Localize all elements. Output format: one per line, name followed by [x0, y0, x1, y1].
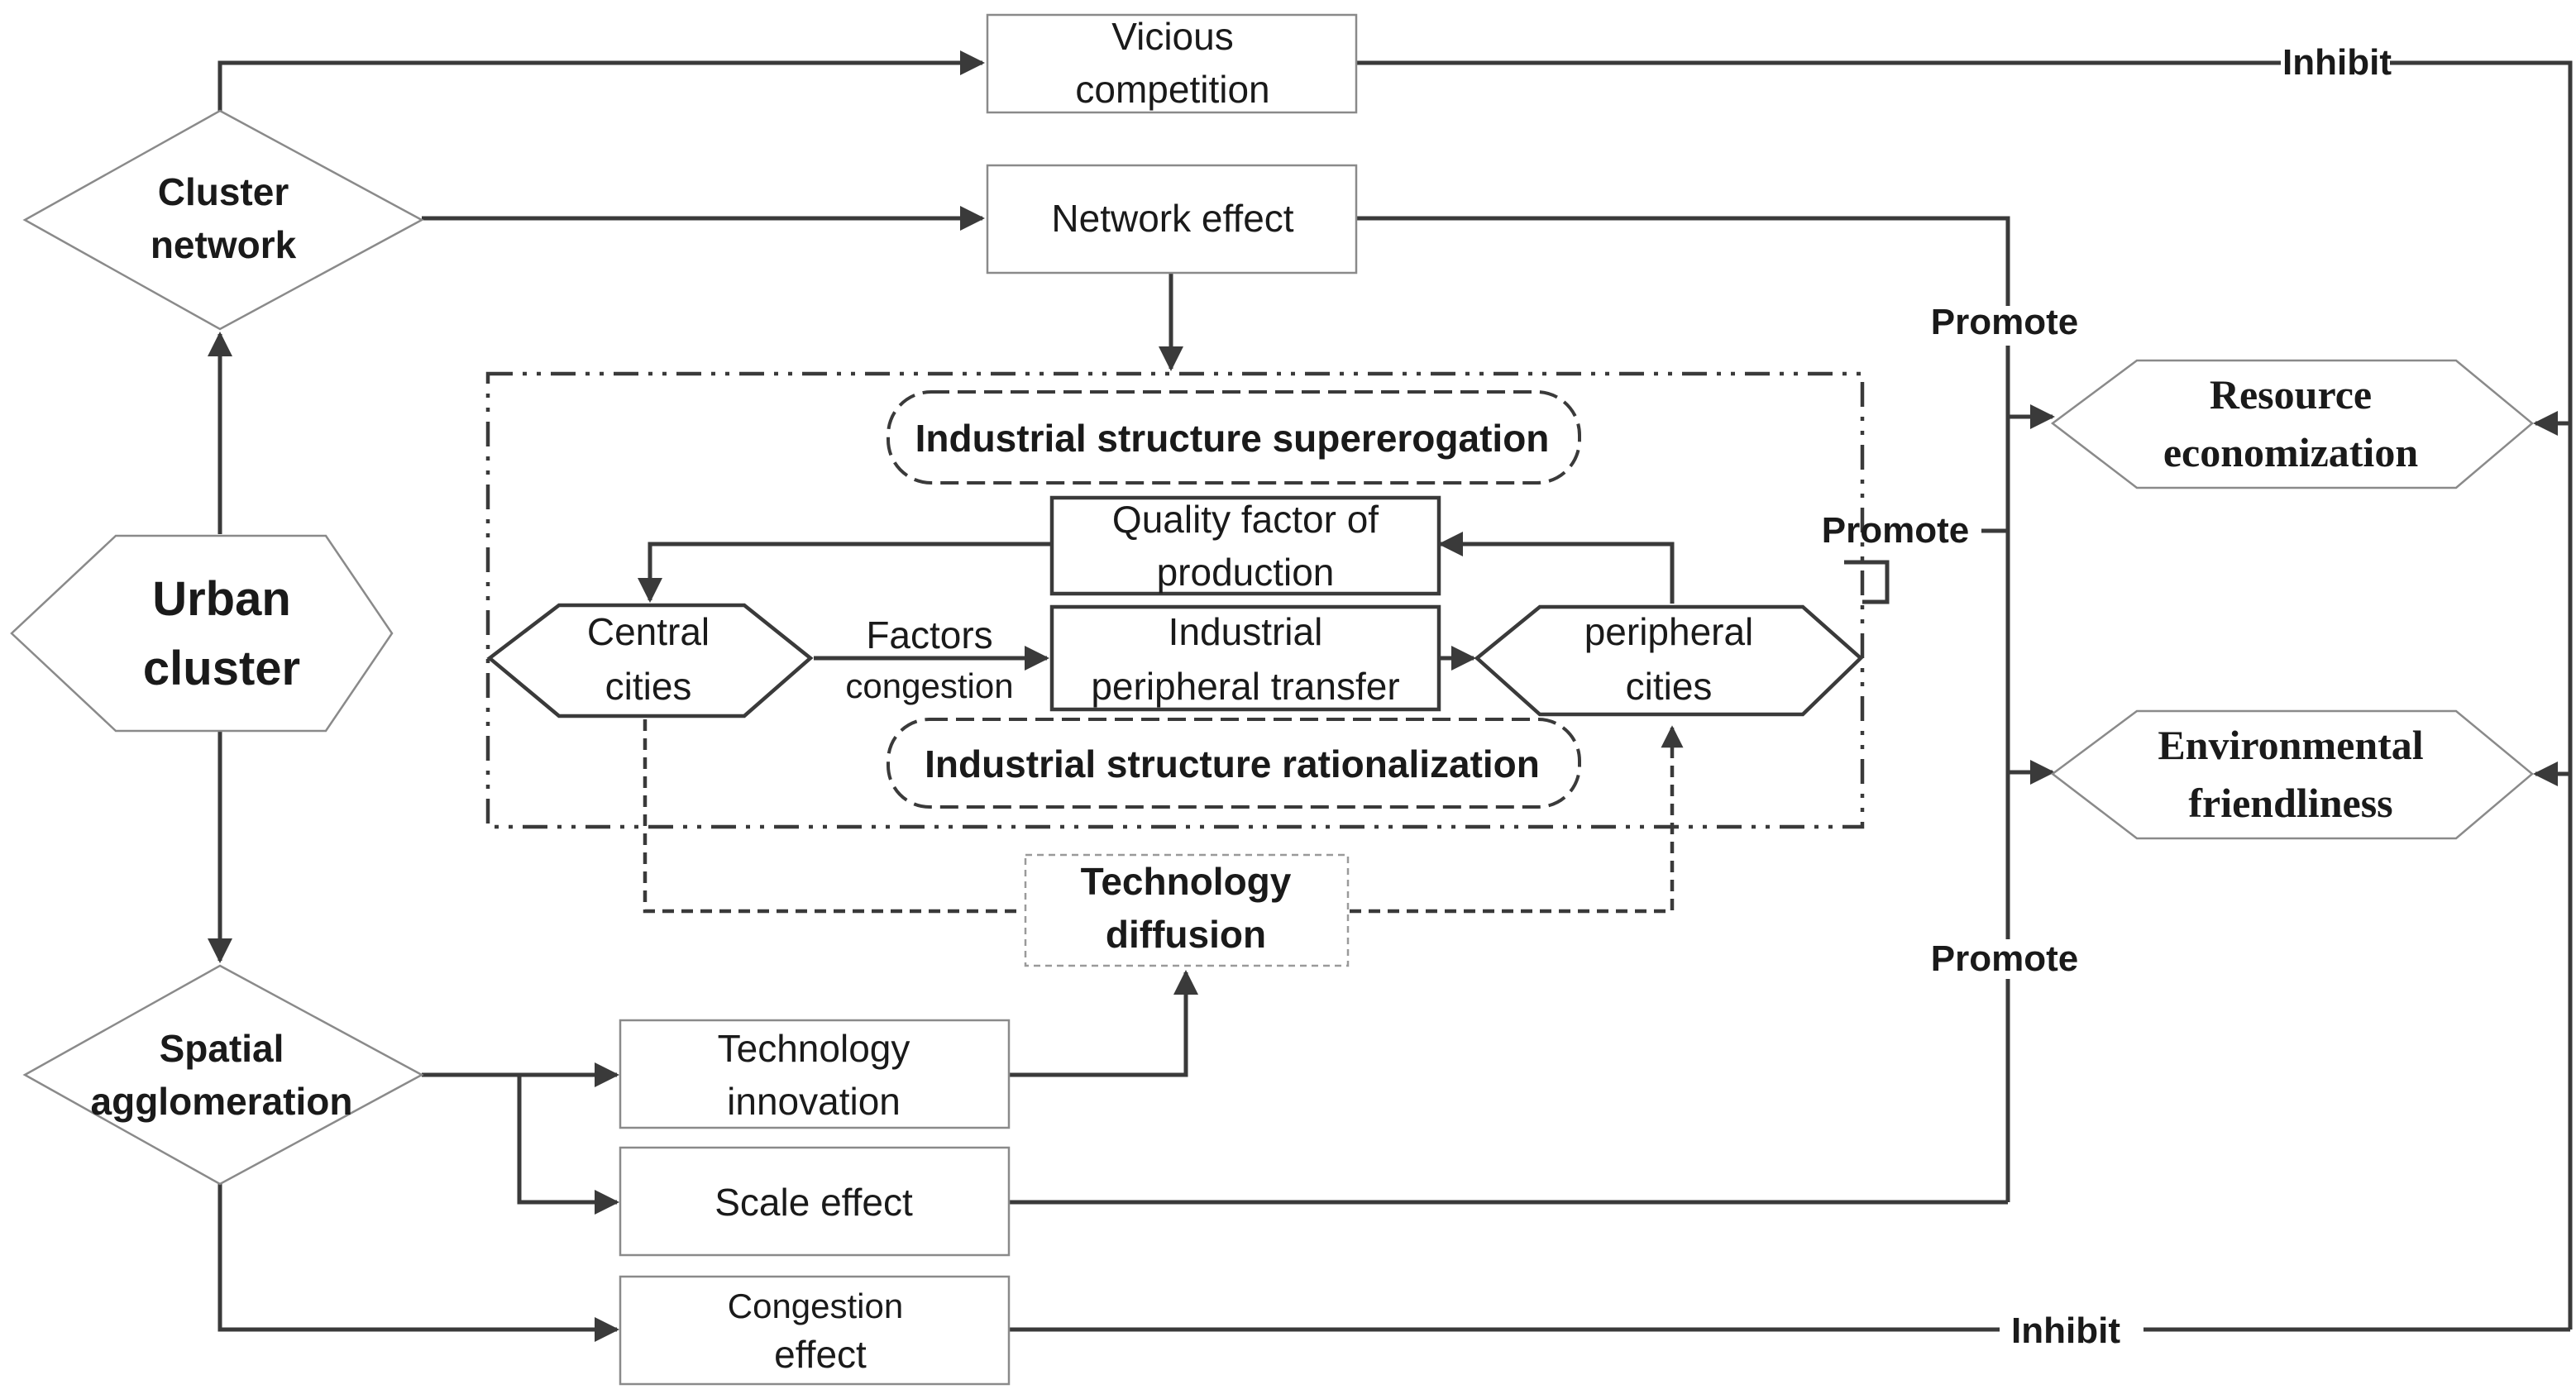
urban-cluster-label-line1: Urban: [152, 572, 291, 626]
arrow-spatial-to-congestion-effect: [217, 1184, 619, 1342]
factors-congestion-label-line2: congestion: [845, 666, 1013, 705]
technology-diffusion-label-line1: Technology: [1081, 860, 1292, 903]
edge-label-inhibit-bottom: Inhibit: [2011, 1310, 2120, 1351]
vicious-competition-label-line2: competition: [1075, 68, 1269, 111]
spatial-agglomeration-label-line2: agglomeration: [91, 1080, 353, 1123]
resource-economization-hexagon: [2050, 359, 2534, 489]
congestion-effect-box: [619, 1275, 1011, 1386]
spatial-agglomeration-diamond: [22, 964, 424, 1186]
edge-label-promote-bottom: Promote: [1931, 938, 2078, 979]
industrial-structure-container: [485, 371, 1865, 829]
peripheral-cities-label-line2: cities: [1626, 665, 1713, 708]
congestion-effect-label-line2: effect: [774, 1333, 867, 1376]
quality-factor-box: [1049, 495, 1441, 596]
structure-rationalization-pill: [887, 718, 1581, 809]
environmental-friendliness-label-line1: Environmental: [2158, 722, 2423, 768]
environmental-friendliness-hexagon: [2050, 709, 2534, 840]
technology-innovation-label-line1: Technology: [718, 1027, 910, 1070]
scale-effect-label: Scale effect: [714, 1181, 913, 1224]
scale-effect-box: [619, 1146, 1011, 1257]
structure-supererogation-label: Industrial structure supererogation: [915, 417, 1550, 460]
line-structure-promote-bracket: [1844, 560, 1890, 604]
right-inhibit-bracket: [2390, 60, 2573, 1330]
environmental-friendliness-label-line2: friendliness: [2188, 780, 2392, 826]
urban-cluster-label-line2: cluster: [143, 642, 300, 695]
arrow-quality-factor-to-central: [638, 542, 1052, 603]
spatial-agglomeration-label-line1: Spatial: [160, 1027, 284, 1070]
dashed-diffusion-to-peripheral: [1350, 725, 1684, 914]
peripheral-cities-hexagon: [1474, 604, 1864, 717]
dashed-central-to-diffusion: [643, 719, 1024, 914]
quality-factor-label-line1: Quality factor of: [1112, 498, 1379, 541]
peripheral-cities-label-line1: peripheral: [1584, 610, 1754, 653]
urban-cluster-hexagon: [10, 534, 394, 733]
structure-supererogation-pill: [887, 390, 1581, 485]
industrial-transfer-label-line1: Industrial: [1169, 610, 1323, 653]
edge-label-promote-middle: Promote: [1822, 510, 1969, 551]
edge-label-inhibit-top: Inhibit: [2282, 42, 2392, 83]
quality-factor-label-line2: production: [1157, 551, 1335, 594]
central-cities-hexagon: [486, 603, 814, 718]
technology-diffusion-label-line2: diffusion: [1106, 913, 1266, 956]
arrow-peripheral-to-quality-factor: [1438, 532, 1675, 604]
network-effect-label: Network effect: [1051, 197, 1293, 240]
central-cities-label-line2: cities: [605, 665, 692, 708]
cluster-network-label-line2: network: [151, 223, 297, 266]
vicious-competition-box: [986, 13, 1358, 114]
industrial-transfer-box: [1049, 604, 1441, 712]
congestion-effect-label-line1: Congestion: [728, 1287, 903, 1325]
arrow-spatial-to-scale-effect: [517, 1075, 619, 1215]
cluster-network-label-line1: Cluster: [158, 170, 289, 213]
central-cities-label-line1: Central: [587, 610, 710, 653]
line-network-effect-promote: [1356, 216, 2010, 306]
technology-diffusion-box: [1024, 853, 1350, 967]
arrow-innovation-to-diffusion: [1009, 970, 1198, 1077]
resource-economization-label-line1: Resource: [2210, 371, 2372, 418]
technology-innovation-label-line2: innovation: [727, 1080, 901, 1123]
edge-label-promote-top: Promote: [1931, 302, 2078, 342]
factors-congestion-label-line1: Factors: [866, 613, 992, 656]
technology-innovation-box: [619, 1019, 1011, 1129]
structure-rationalization-label: Industrial structure rationalization: [925, 742, 1540, 785]
resource-economization-label-line2: economization: [2163, 429, 2418, 475]
vicious-competition-label-line1: Vicious: [1111, 15, 1233, 58]
cluster-network-diamond: [22, 109, 424, 331]
network-effect-box: [986, 164, 1358, 275]
arrow-cluster-to-vicious-competition: [217, 50, 985, 111]
industrial-transfer-label-line2: peripheral transfer: [1091, 665, 1399, 708]
